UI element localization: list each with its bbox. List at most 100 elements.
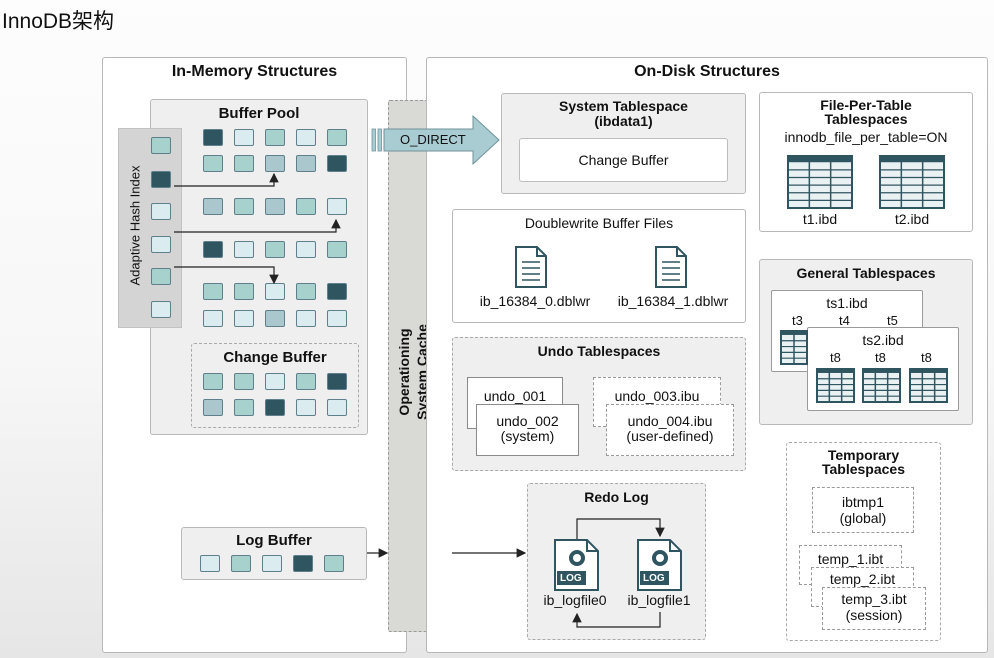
temp-3-note: (session) [845, 607, 903, 623]
change-buffer-page [327, 399, 347, 416]
ts1-label: ts1.ibd [826, 295, 868, 311]
hash-index-entry [151, 137, 171, 154]
table-icon [816, 368, 855, 403]
o-direct-arrow [371, 114, 500, 166]
t1-ibd-label: t1.ibd [802, 211, 838, 227]
temporary-title: Temporary Tablespaces [786, 448, 941, 476]
file-per-table-title-line1: File-Per-Table [820, 97, 912, 113]
buffer-pool-page [296, 310, 316, 327]
hash-index-entry [151, 236, 171, 253]
undo-001-label: undo_001 [483, 388, 547, 404]
buffer-pool-page [234, 241, 254, 258]
file-per-table-title-line2: Tablespaces [824, 111, 908, 127]
undo-003-label: undo_003.ibu [614, 388, 700, 404]
buffer-pool-page [234, 283, 254, 300]
undo-004-label: undo_004.ibu (user-defined) [606, 414, 734, 444]
document-icon [515, 246, 547, 288]
change-buffer-page [327, 373, 347, 390]
buffer-pool-page [265, 241, 285, 258]
buffer-pool-page [234, 129, 254, 146]
change-buffer-page [234, 399, 254, 416]
doublewrite-title: Doublewrite Buffer Files [524, 215, 674, 231]
table-icon [787, 155, 853, 209]
file-per-table-title: File-Per-Table Tablespaces [759, 98, 973, 126]
logfile1-label: ib_logfile1 [627, 592, 691, 608]
change-buffer-page [203, 373, 223, 390]
temp-3-label: temp_3.ibt (session) [822, 591, 926, 623]
undo-002-box [476, 404, 579, 456]
redo-log-title: Redo Log [584, 489, 649, 505]
log-buffer-page [262, 555, 282, 572]
buffer-pool-page [296, 155, 316, 172]
temp-3-name: temp_3.ibt [841, 591, 907, 607]
ahi-arrow-2 [174, 218, 341, 233]
hash-index-entry [151, 203, 171, 220]
ts2-table-2: t8 [875, 350, 886, 365]
undo-004-box [606, 404, 734, 456]
ibtmp1-note: (global) [839, 510, 887, 526]
general-tablespaces-title: General Tablespaces [796, 265, 936, 281]
dblwr-file-0: ib_16384_0.dblwr [479, 293, 591, 309]
change-buffer-page [203, 399, 223, 416]
ahi-arrow-1 [174, 172, 279, 187]
on-disk-title: On-Disk Structures [634, 63, 780, 80]
ts1-table-t5: t5 [887, 313, 898, 328]
change-buffer-page [265, 373, 285, 390]
undo-002-note: (system) [500, 428, 555, 444]
doublewrite-buffer-files [452, 209, 746, 323]
system-tablespace-title: System Tablespace (ibdata1) [501, 99, 746, 129]
o-direct-label: O_DIRECT [400, 132, 466, 147]
buffer-pool-page [265, 155, 285, 172]
undo-002-label: undo_002 (system) [476, 414, 579, 444]
adaptive-hash-index [118, 128, 182, 328]
ts2-label: ts2.ibd [862, 332, 904, 348]
buffer-pool-page [265, 310, 285, 327]
ts2-table-1: t8 [830, 350, 841, 365]
redo-rotate-top [576, 518, 665, 540]
buffer-pool-page [234, 198, 254, 215]
table-icon [862, 368, 901, 403]
ibtmp1-box [812, 487, 914, 533]
logfile0-label: ib_logfile0 [543, 592, 607, 608]
system-change-buffer: Change Buffer [519, 138, 728, 182]
temp-1-label: temp_1.ibt [817, 551, 884, 567]
hash-index-entry [151, 171, 171, 188]
undo-004-note: (user-defined) [626, 428, 714, 444]
in-memory-title: In-Memory Structures [171, 63, 338, 80]
log-buffer-page [200, 555, 220, 572]
hash-index-entry [151, 301, 171, 318]
buffer-pool-page [327, 198, 347, 215]
buffer-pool-page [203, 198, 223, 215]
table-icon [879, 155, 945, 209]
log-file-icon [554, 539, 599, 591]
document-icon [655, 246, 687, 288]
log-icon-text-0: LOG [560, 573, 582, 584]
ahi-arrow-3 [174, 266, 279, 285]
log-buffer-page [293, 555, 313, 572]
buffer-pool-page [234, 155, 254, 172]
buffer-pool-page [296, 283, 316, 300]
buffer-pool-page [265, 198, 285, 215]
buffer-pool-page [203, 155, 223, 172]
buffer-pool-page [327, 129, 347, 146]
buffer-pool-page [327, 241, 347, 258]
buffer-pool-title: Buffer Pool [218, 105, 300, 122]
buffer-pool-page [203, 283, 223, 300]
table-icons [780, 155, 948, 403]
t2-ibd-label: t2.ibd [894, 211, 930, 227]
change-buffer-page [234, 373, 254, 390]
buffer-pool-page [203, 129, 223, 146]
temp-3-box [822, 587, 926, 630]
system-tablespace-title-line2: (ibdata1) [594, 113, 653, 129]
log-buffer-page [324, 555, 344, 572]
ts1-table-t3: t3 [792, 313, 803, 328]
change-buffer-page [296, 373, 316, 390]
log-icon-text-1: LOG [643, 573, 665, 584]
table-icon [780, 330, 808, 365]
page-title: InnoDB架构 [2, 10, 115, 33]
buffer-pool-page [327, 283, 347, 300]
temporary-tablespaces [786, 442, 941, 641]
buffer-pool-page [234, 310, 254, 327]
buffer-pool-page [327, 310, 347, 327]
